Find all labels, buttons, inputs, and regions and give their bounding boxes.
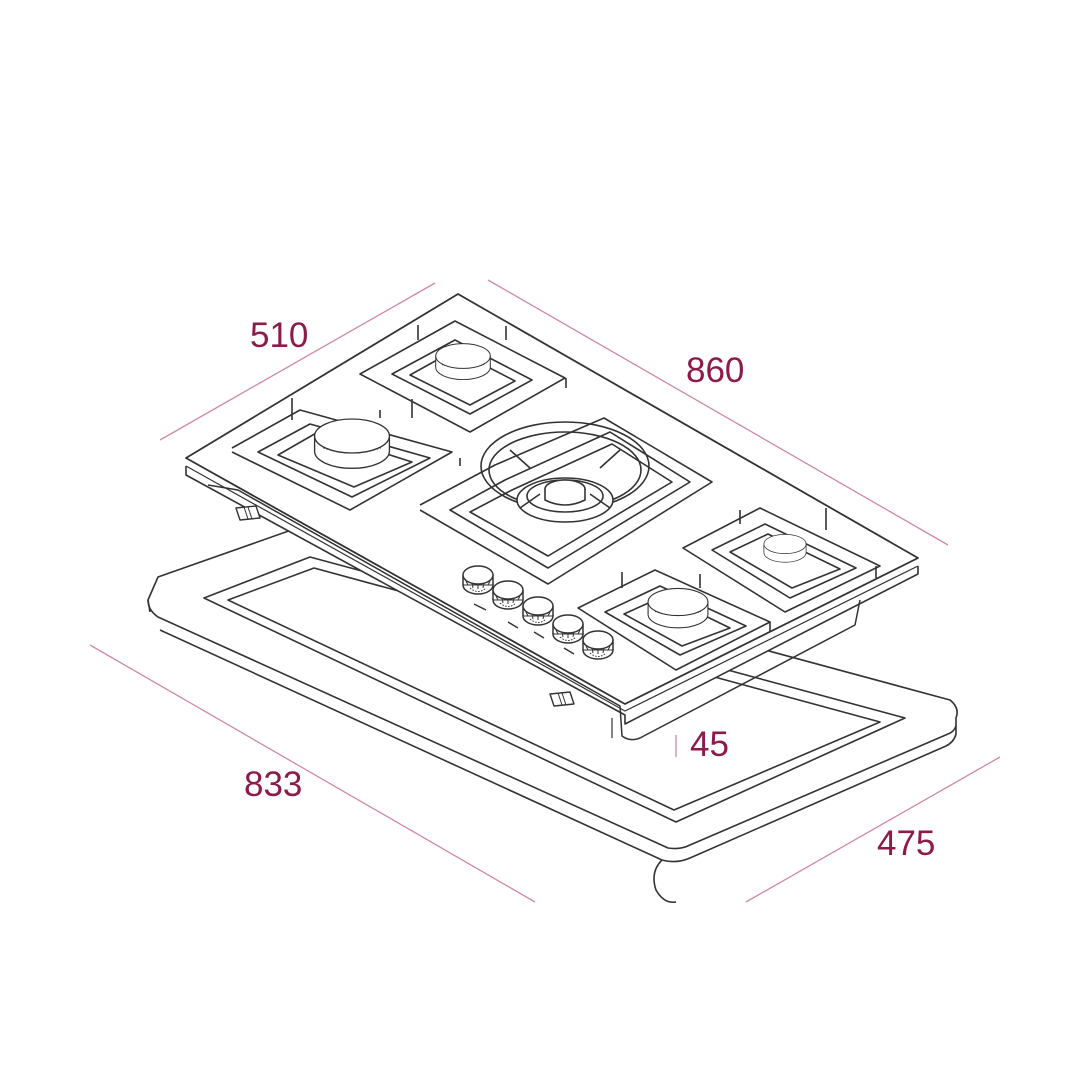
control-knob-icon: [492, 580, 524, 610]
fixing-clip-icon: [549, 691, 575, 707]
hob-height-dimension: 45: [690, 725, 729, 764]
control-knob-icon: [462, 565, 494, 595]
pan-supports: [231, 320, 881, 671]
cutout-depth-dimension: 475: [877, 824, 936, 863]
hob-depth-dimension: 510: [250, 316, 309, 355]
hob-width-dimension: 860: [686, 351, 745, 390]
control-knob-icon: [552, 614, 584, 644]
cutout-width-dimension: 833: [244, 765, 303, 804]
burner-icon: [647, 587, 709, 629]
control-knobs: [462, 565, 614, 660]
wok-burner-icon: [480, 421, 650, 523]
fixing-clip-icon: [235, 505, 261, 521]
burner-icon: [313, 418, 391, 469]
control-knob-icon: [582, 630, 614, 660]
burner-icon: [435, 343, 491, 381]
control-knob-icon: [522, 596, 554, 626]
burner-icon: [763, 534, 807, 563]
dimension-lines: [89, 279, 1001, 903]
hob: [185, 293, 919, 741]
